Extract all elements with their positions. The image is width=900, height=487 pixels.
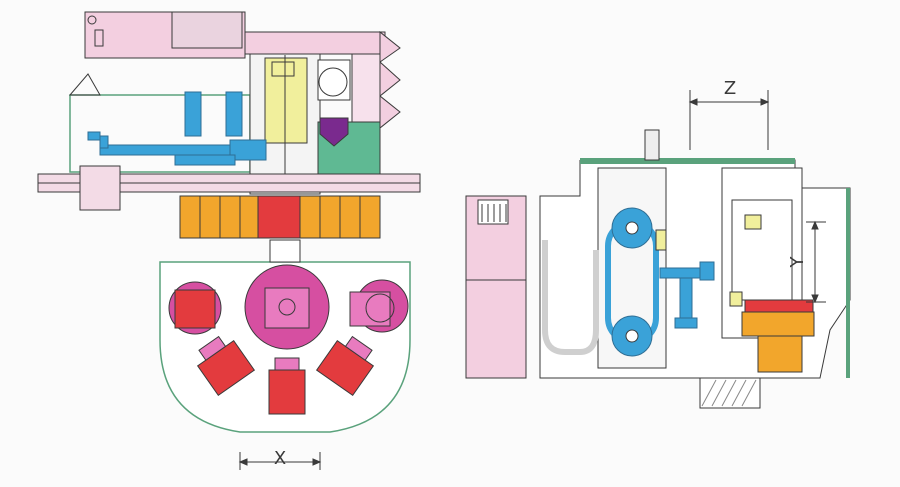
top-motor-box <box>171 11 243 49</box>
yellow-tool-2 <box>744 214 762 230</box>
x-dimension <box>238 452 322 470</box>
orange-work-table <box>741 311 815 337</box>
top-right-pointer-2 <box>379 60 401 98</box>
left-bevel <box>68 73 101 96</box>
base-hatch <box>701 379 757 407</box>
top-small-box <box>94 29 104 47</box>
right-window <box>731 199 793 301</box>
z-dimension-label: Z <box>724 78 736 99</box>
top-right-pointer-1 <box>379 30 401 63</box>
top-right-pointer-3 <box>379 94 401 130</box>
cabinet-grille-lines <box>481 204 507 222</box>
blue-gripper-arm <box>87 91 267 166</box>
red-pallet-top <box>744 299 814 313</box>
right-tool-ring <box>365 293 395 323</box>
spindle-nut <box>271 61 295 77</box>
right-motor-circle <box>318 67 348 97</box>
spindle-column-top <box>644 129 660 161</box>
side-view: Z Y <box>465 78 851 409</box>
radial-tool-3 <box>315 335 375 397</box>
right-pink-column <box>351 53 381 129</box>
blue-chain-magazine <box>605 207 659 357</box>
frame-top-green <box>580 158 795 164</box>
radial-tool-2 <box>268 357 306 415</box>
radial-tool-1 <box>196 335 256 397</box>
disc-center-plate <box>264 287 310 329</box>
blue-robot-arm <box>659 261 715 329</box>
cable-chain <box>542 240 599 355</box>
disc-hub <box>278 298 296 316</box>
rail-left-block <box>79 165 121 211</box>
top-view: X <box>37 11 421 470</box>
magazine-dividers <box>199 196 361 238</box>
x-dimension-label: X <box>274 448 286 469</box>
left-cabinet <box>465 195 527 379</box>
y-dimension-label: Y <box>787 256 808 269</box>
frame-right-green <box>846 188 850 378</box>
orange-table-base <box>757 335 803 373</box>
yellow-tool-3 <box>729 291 743 307</box>
top-left-bolt <box>87 15 97 25</box>
red-magazine-center <box>257 195 301 239</box>
teal-block <box>317 121 381 175</box>
yellow-tool-1 <box>655 229 667 251</box>
base-foundation <box>699 377 761 409</box>
z-dimension <box>688 90 770 150</box>
purple-wedge <box>319 117 349 147</box>
left-tool-block <box>174 289 216 329</box>
cabinet-top-grille <box>477 199 509 225</box>
right-motor-box <box>317 59 351 101</box>
y-dimension <box>806 220 826 304</box>
top-right-cover <box>244 31 386 55</box>
turret-mount <box>269 239 301 263</box>
